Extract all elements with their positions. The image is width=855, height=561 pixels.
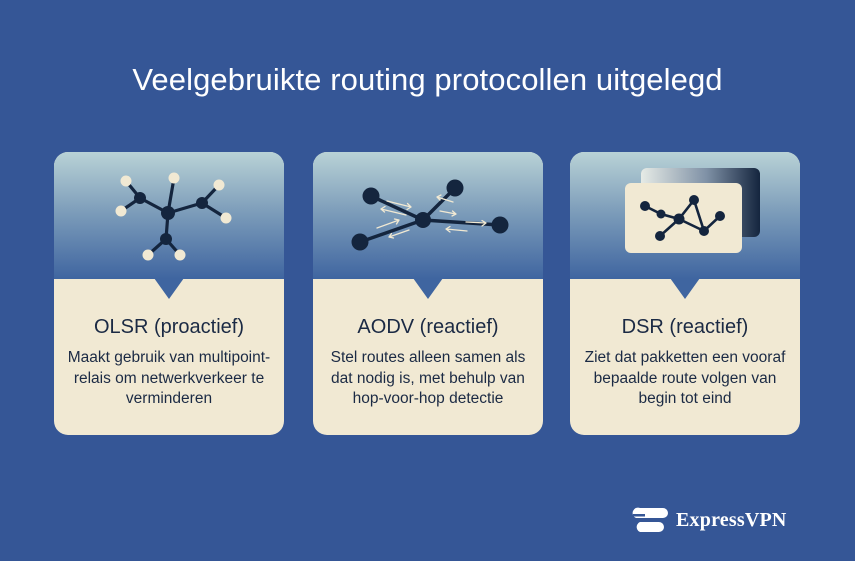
page-title: Veelgebruikte routing protocollen uitgel… <box>132 62 723 97</box>
card-pointer <box>413 278 443 299</box>
card-title: DSR (reactief) <box>621 316 749 338</box>
card-description: Stel routes alleen samen als dat nodig i… <box>330 349 526 407</box>
card-title: AODV (reactief) <box>357 316 499 338</box>
brand-logo: ExpressVPN <box>631 505 787 535</box>
card-title: OLSR (proactief) <box>93 316 245 338</box>
card-pointer <box>670 278 700 299</box>
card-description: Ziet dat pakketten een vooraf bepaalde r… <box>584 349 786 407</box>
network-star-icon <box>115 172 232 261</box>
card-olsr: OLSR (proactief) Maakt gebruik van multi… <box>54 152 284 435</box>
brand-name: ExpressVPN <box>676 508 787 531</box>
expressvpn-logo-icon <box>631 507 669 532</box>
card-pointer <box>154 278 184 299</box>
card-aodv: AODV (reactief) Stel routes alleen samen… <box>313 152 543 435</box>
card-dsr: DSR (reactief) Ziet dat pakketten een vo… <box>570 152 800 435</box>
card-description: Maakt gebruik van multipoint-relais om n… <box>67 349 271 407</box>
source-route-icon <box>625 168 760 253</box>
route-discovery-icon <box>351 179 509 251</box>
